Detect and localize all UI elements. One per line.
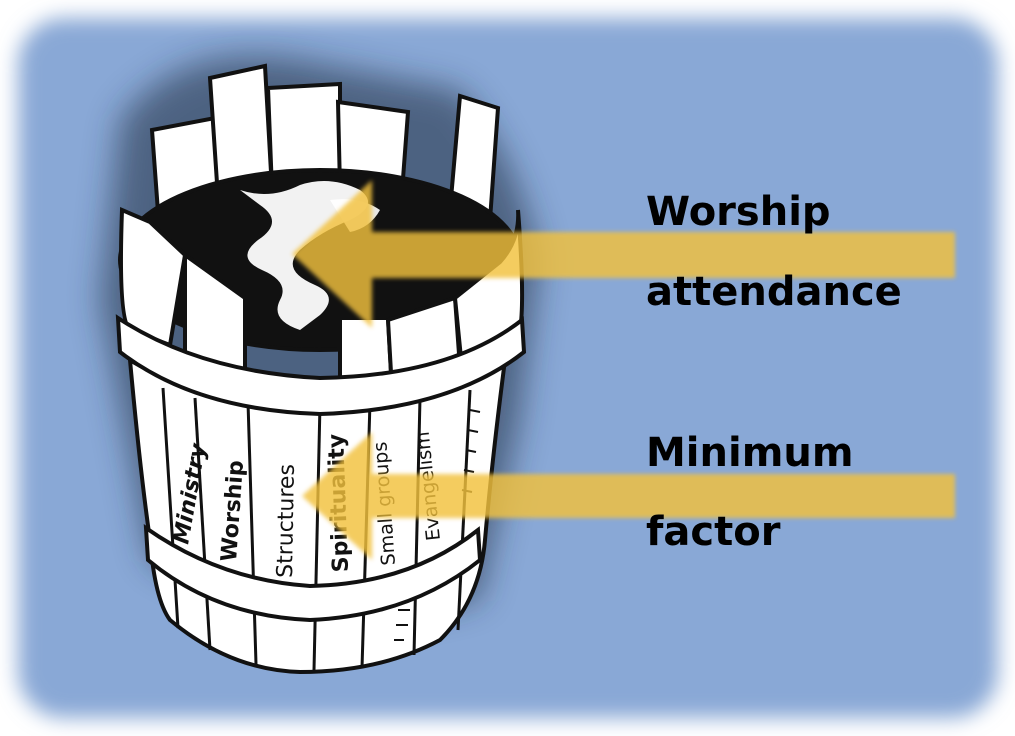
barrel-hoops bbox=[115, 314, 527, 623]
minimum-factor-label-line2: factor bbox=[646, 509, 781, 555]
minimum-factor-label-line1: Minimum bbox=[646, 430, 854, 476]
minimum-factor-arrow bbox=[302, 432, 955, 560]
stave-label-structures: Structures bbox=[273, 464, 300, 578]
barrel-texture bbox=[394, 409, 481, 641]
worship-attendance-label-line2: attendance bbox=[646, 269, 902, 315]
worship-attendance-arrow bbox=[292, 180, 955, 328]
worship-attendance-label-line1: Worship bbox=[646, 189, 831, 235]
